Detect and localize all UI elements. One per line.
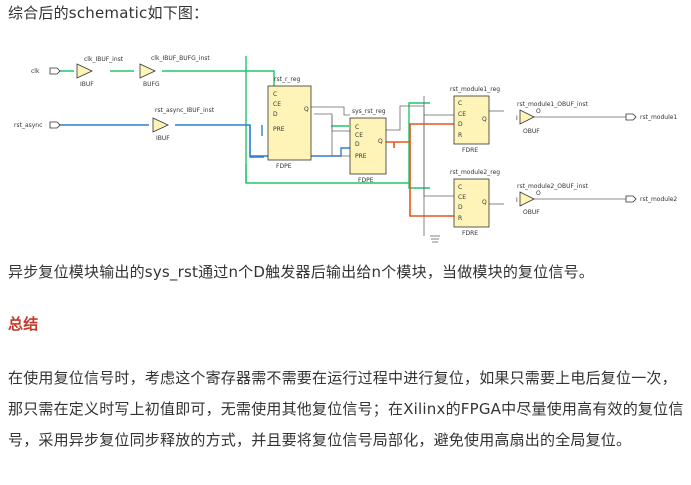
svg-text:CE: CE: [273, 101, 281, 108]
svg-text:D: D: [273, 111, 278, 118]
svg-text:IBUF: IBUF: [80, 81, 94, 88]
svg-text:CE: CE: [355, 132, 363, 139]
rst-r-reg-cell: rst_r_reg C CE D PRE Q FDPE: [267, 76, 312, 170]
svg-text:C: C: [458, 100, 462, 107]
rst-module1-reg-cell: rst_module1_reg C CE D R Q FDRE: [450, 86, 500, 154]
svg-text:C: C: [273, 91, 277, 98]
clock-net: [57, 56, 430, 189]
svg-text:clk: clk: [31, 68, 40, 75]
svg-text:FDRE: FDRE: [462, 230, 478, 237]
svg-text:PRE: PRE: [273, 126, 285, 133]
svg-text:rst_module1_reg: rst_module1_reg: [450, 86, 500, 93]
rst-async-port: rst_async: [14, 121, 61, 129]
schematic-diagram: clk rst_async clk_IBUF_inst IBUF clk_IBU…: [14, 55, 677, 243]
clk-bufg-cell: clk_IBUF_BUFG_inst BUFG: [139, 55, 210, 88]
svg-text:Q: Q: [482, 116, 487, 123]
intro-text: 综合后的schematic如下图：: [8, 4, 209, 22]
svg-text:clk_IBUF_inst: clk_IBUF_inst: [84, 56, 124, 63]
svg-text:FDPE: FDPE: [276, 163, 292, 170]
svg-text:IBUF: IBUF: [156, 135, 170, 142]
svg-text:FDRE: FDRE: [462, 147, 478, 154]
svg-text:Q: Q: [378, 138, 383, 145]
svg-text:D: D: [355, 141, 360, 148]
rst-ibuf-cell: rst_async_IBUF_inst IBUF: [152, 107, 215, 142]
sys-rst-reg-cell: sys_rst_reg C CE D PRE Q FDPE: [349, 108, 387, 184]
svg-text:rst_module2: rst_module2: [640, 196, 677, 203]
svg-text:rst_r_reg: rst_r_reg: [274, 76, 300, 83]
svg-text:rst_async: rst_async: [14, 122, 42, 129]
rst-module1-port: rst_module1: [625, 113, 677, 121]
svg-text:I: I: [516, 197, 518, 204]
svg-text:FDPE: FDPE: [358, 177, 374, 184]
obuf1-cell: rst_module1_OBUF_inst I O OBUF: [516, 101, 589, 135]
svg-text:I: I: [516, 115, 518, 122]
svg-text:rst_module1: rst_module1: [640, 114, 677, 121]
misc-nets: [311, 96, 626, 243]
svg-text:CE: CE: [458, 111, 466, 118]
svg-text:rst_async_IBUF_inst: rst_async_IBUF_inst: [155, 107, 215, 114]
svg-text:rst_module1_OBUF_inst: rst_module1_OBUF_inst: [517, 101, 589, 108]
svg-text:O: O: [536, 190, 541, 197]
sys-rst-net: [386, 123, 454, 217]
rst-module2-port: rst_module2: [625, 195, 677, 203]
clk-ibuf-cell: clk_IBUF_inst IBUF: [76, 56, 124, 88]
svg-text:D: D: [458, 121, 463, 128]
rst-module2-reg-cell: rst_module2_reg C CE D R Q FDRE: [450, 169, 500, 237]
svg-text:BUFG: BUFG: [143, 81, 160, 88]
svg-text:clk_IBUF_BUFG_inst: clk_IBUF_BUFG_inst: [151, 55, 210, 62]
summary-paragraph: 在使用复位信号时，考虑这个寄存器需不需要在运行过程中进行复位，如果只需要上电后复…: [8, 369, 684, 449]
svg-text:Q: Q: [482, 199, 487, 206]
svg-text:OBUF: OBUF: [523, 128, 540, 135]
svg-text:rst_module2_reg: rst_module2_reg: [450, 169, 500, 176]
svg-text:O: O: [536, 108, 541, 115]
svg-text:CE: CE: [458, 194, 466, 201]
svg-text:sys_rst_reg: sys_rst_reg: [352, 108, 386, 115]
svg-text:rst_module2_OBUF_inst: rst_module2_OBUF_inst: [517, 183, 589, 190]
svg-text:R: R: [458, 215, 462, 222]
svg-text:OBUF: OBUF: [523, 209, 540, 216]
svg-text:R: R: [458, 132, 462, 139]
svg-text:PRE: PRE: [355, 153, 367, 160]
svg-text:C: C: [355, 124, 359, 131]
clk-port: clk: [31, 67, 61, 75]
svg-text:Q: Q: [304, 106, 309, 113]
obuf2-cell: rst_module2_OBUF_inst I O OBUF: [516, 183, 589, 216]
caption-text: 异步复位模块输出的sys_rst通过n个D触发器后输出给n个模块，当做模块的复位…: [8, 263, 595, 281]
section-heading: 总结: [8, 315, 39, 333]
svg-text:D: D: [458, 204, 463, 211]
svg-text:C: C: [458, 184, 462, 191]
